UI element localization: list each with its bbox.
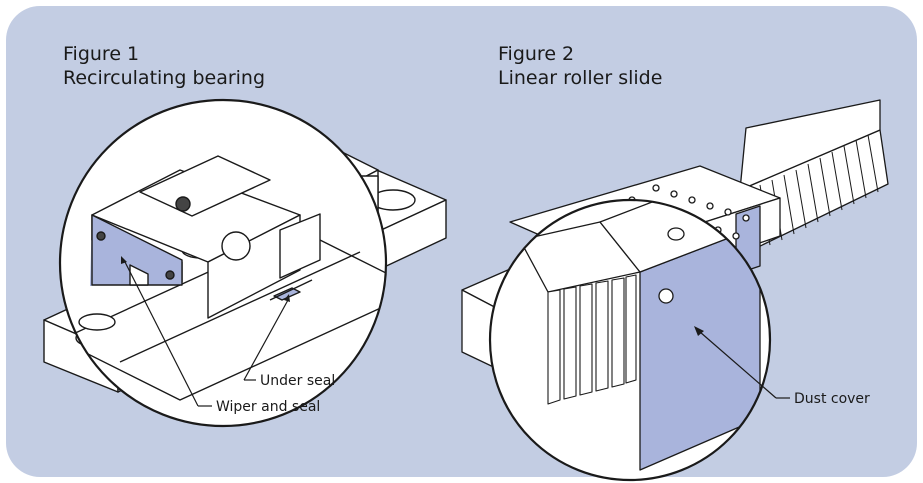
block-raised-top bbox=[139, 155, 271, 217]
wiper-and-seal-face bbox=[91, 214, 183, 286]
figure1-title: Recirculating bearing bbox=[63, 67, 266, 89]
under-seal-highlight bbox=[273, 287, 301, 301]
bore-icon bbox=[221, 231, 251, 261]
bore-icon bbox=[658, 288, 674, 304]
figure2-caption: Figure 2 Linear roller slide bbox=[498, 42, 662, 90]
figure1-caption: Figure 1 Recirculating bearing bbox=[63, 42, 265, 90]
figure2-number: Figure 2 bbox=[498, 43, 575, 65]
rail-groove bbox=[119, 251, 361, 363]
magnifier-circle-1 bbox=[58, 98, 388, 428]
block-step bbox=[279, 213, 321, 279]
figure1-leaders bbox=[124, 261, 289, 407]
dust-cover-label: Dust cover bbox=[794, 391, 870, 407]
under-seal-edge bbox=[269, 279, 313, 301]
under-seal-label: Under seal bbox=[260, 373, 335, 389]
bore-icon bbox=[667, 227, 685, 241]
rail-hole bbox=[78, 313, 116, 331]
arrowhead-icon bbox=[694, 326, 704, 336]
figure2-leaders bbox=[699, 331, 790, 399]
screw-icon bbox=[175, 196, 191, 212]
block-side-detail bbox=[207, 214, 301, 319]
arrowhead-icon bbox=[284, 294, 290, 302]
detail-bellows-folds bbox=[547, 274, 637, 405]
figure2-title: Linear roller slide bbox=[498, 67, 663, 89]
recirculating-bearing-drawing bbox=[43, 98, 447, 428]
linear-roller-slide-drawing bbox=[461, 99, 889, 482]
arrowhead-icon bbox=[121, 256, 127, 264]
magnifier-circle-2 bbox=[488, 198, 772, 482]
bellows-right-top bbox=[739, 99, 881, 191]
screw-icon bbox=[96, 231, 106, 241]
screw-icon bbox=[165, 270, 175, 280]
figure1-number: Figure 1 bbox=[63, 43, 140, 65]
wiper-and-seal-label: Wiper and seal bbox=[216, 399, 320, 415]
